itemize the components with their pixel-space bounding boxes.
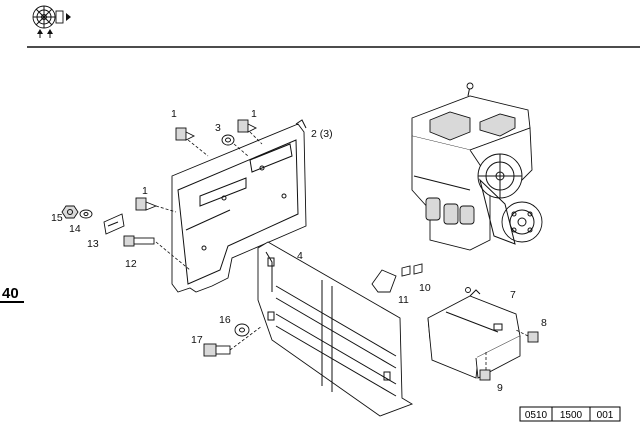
bolt-part-17 (203, 325, 263, 357)
bolt-part-12 (123, 235, 191, 271)
callout-1: 1 (251, 108, 257, 120)
callout-2-3: 2 (3) (311, 128, 333, 140)
callout-11: 11 (398, 294, 409, 306)
fastener-1-top-right (237, 119, 263, 145)
ref-code-1: 0510 (525, 410, 548, 421)
fastener-1-top-left (175, 127, 209, 157)
fastener-part-9 (479, 352, 491, 381)
clamps-part-10-11 (371, 263, 423, 293)
bracket-part-7 (427, 287, 521, 379)
fastener-1-mid (135, 197, 177, 213)
callout-labels: 1 3 1 2 (3) 1 15 14 13 12 4 10 11 7 8 16… (51, 108, 547, 394)
nut-part-15 (61, 205, 79, 219)
callout-3: 3 (215, 122, 221, 134)
engine-fan-icon (32, 5, 71, 38)
washer-part-16 (234, 323, 250, 337)
section-number: 40 (2, 285, 19, 302)
callout-7: 7 (510, 289, 516, 301)
engine-drawing (411, 82, 543, 251)
callout-17: 17 (191, 334, 203, 346)
reference-code-box: 0510 1500 001 (519, 406, 621, 422)
ref-code-2: 1500 (560, 410, 583, 421)
side-plate-part-2 (171, 119, 307, 293)
callout-14: 14 (69, 223, 81, 235)
callout-13: 13 (87, 238, 99, 250)
callout-4: 4 (297, 250, 303, 262)
fastener-part-8 (515, 329, 539, 343)
grommet-part-3 (221, 134, 249, 157)
callout-10: 10 (419, 282, 431, 294)
callout-16: 16 (219, 314, 231, 326)
callout-1: 1 (142, 185, 148, 197)
washer-part-14 (79, 209, 93, 219)
callout-1: 1 (171, 108, 177, 120)
callout-9: 9 (497, 382, 503, 394)
clip-part-13 (103, 213, 125, 235)
ref-code-3: 001 (597, 410, 614, 421)
callout-15: 15 (51, 212, 63, 224)
callout-8: 8 (541, 317, 547, 329)
callout-12: 12 (125, 258, 137, 270)
baffle-plate-part-4 (257, 241, 414, 417)
